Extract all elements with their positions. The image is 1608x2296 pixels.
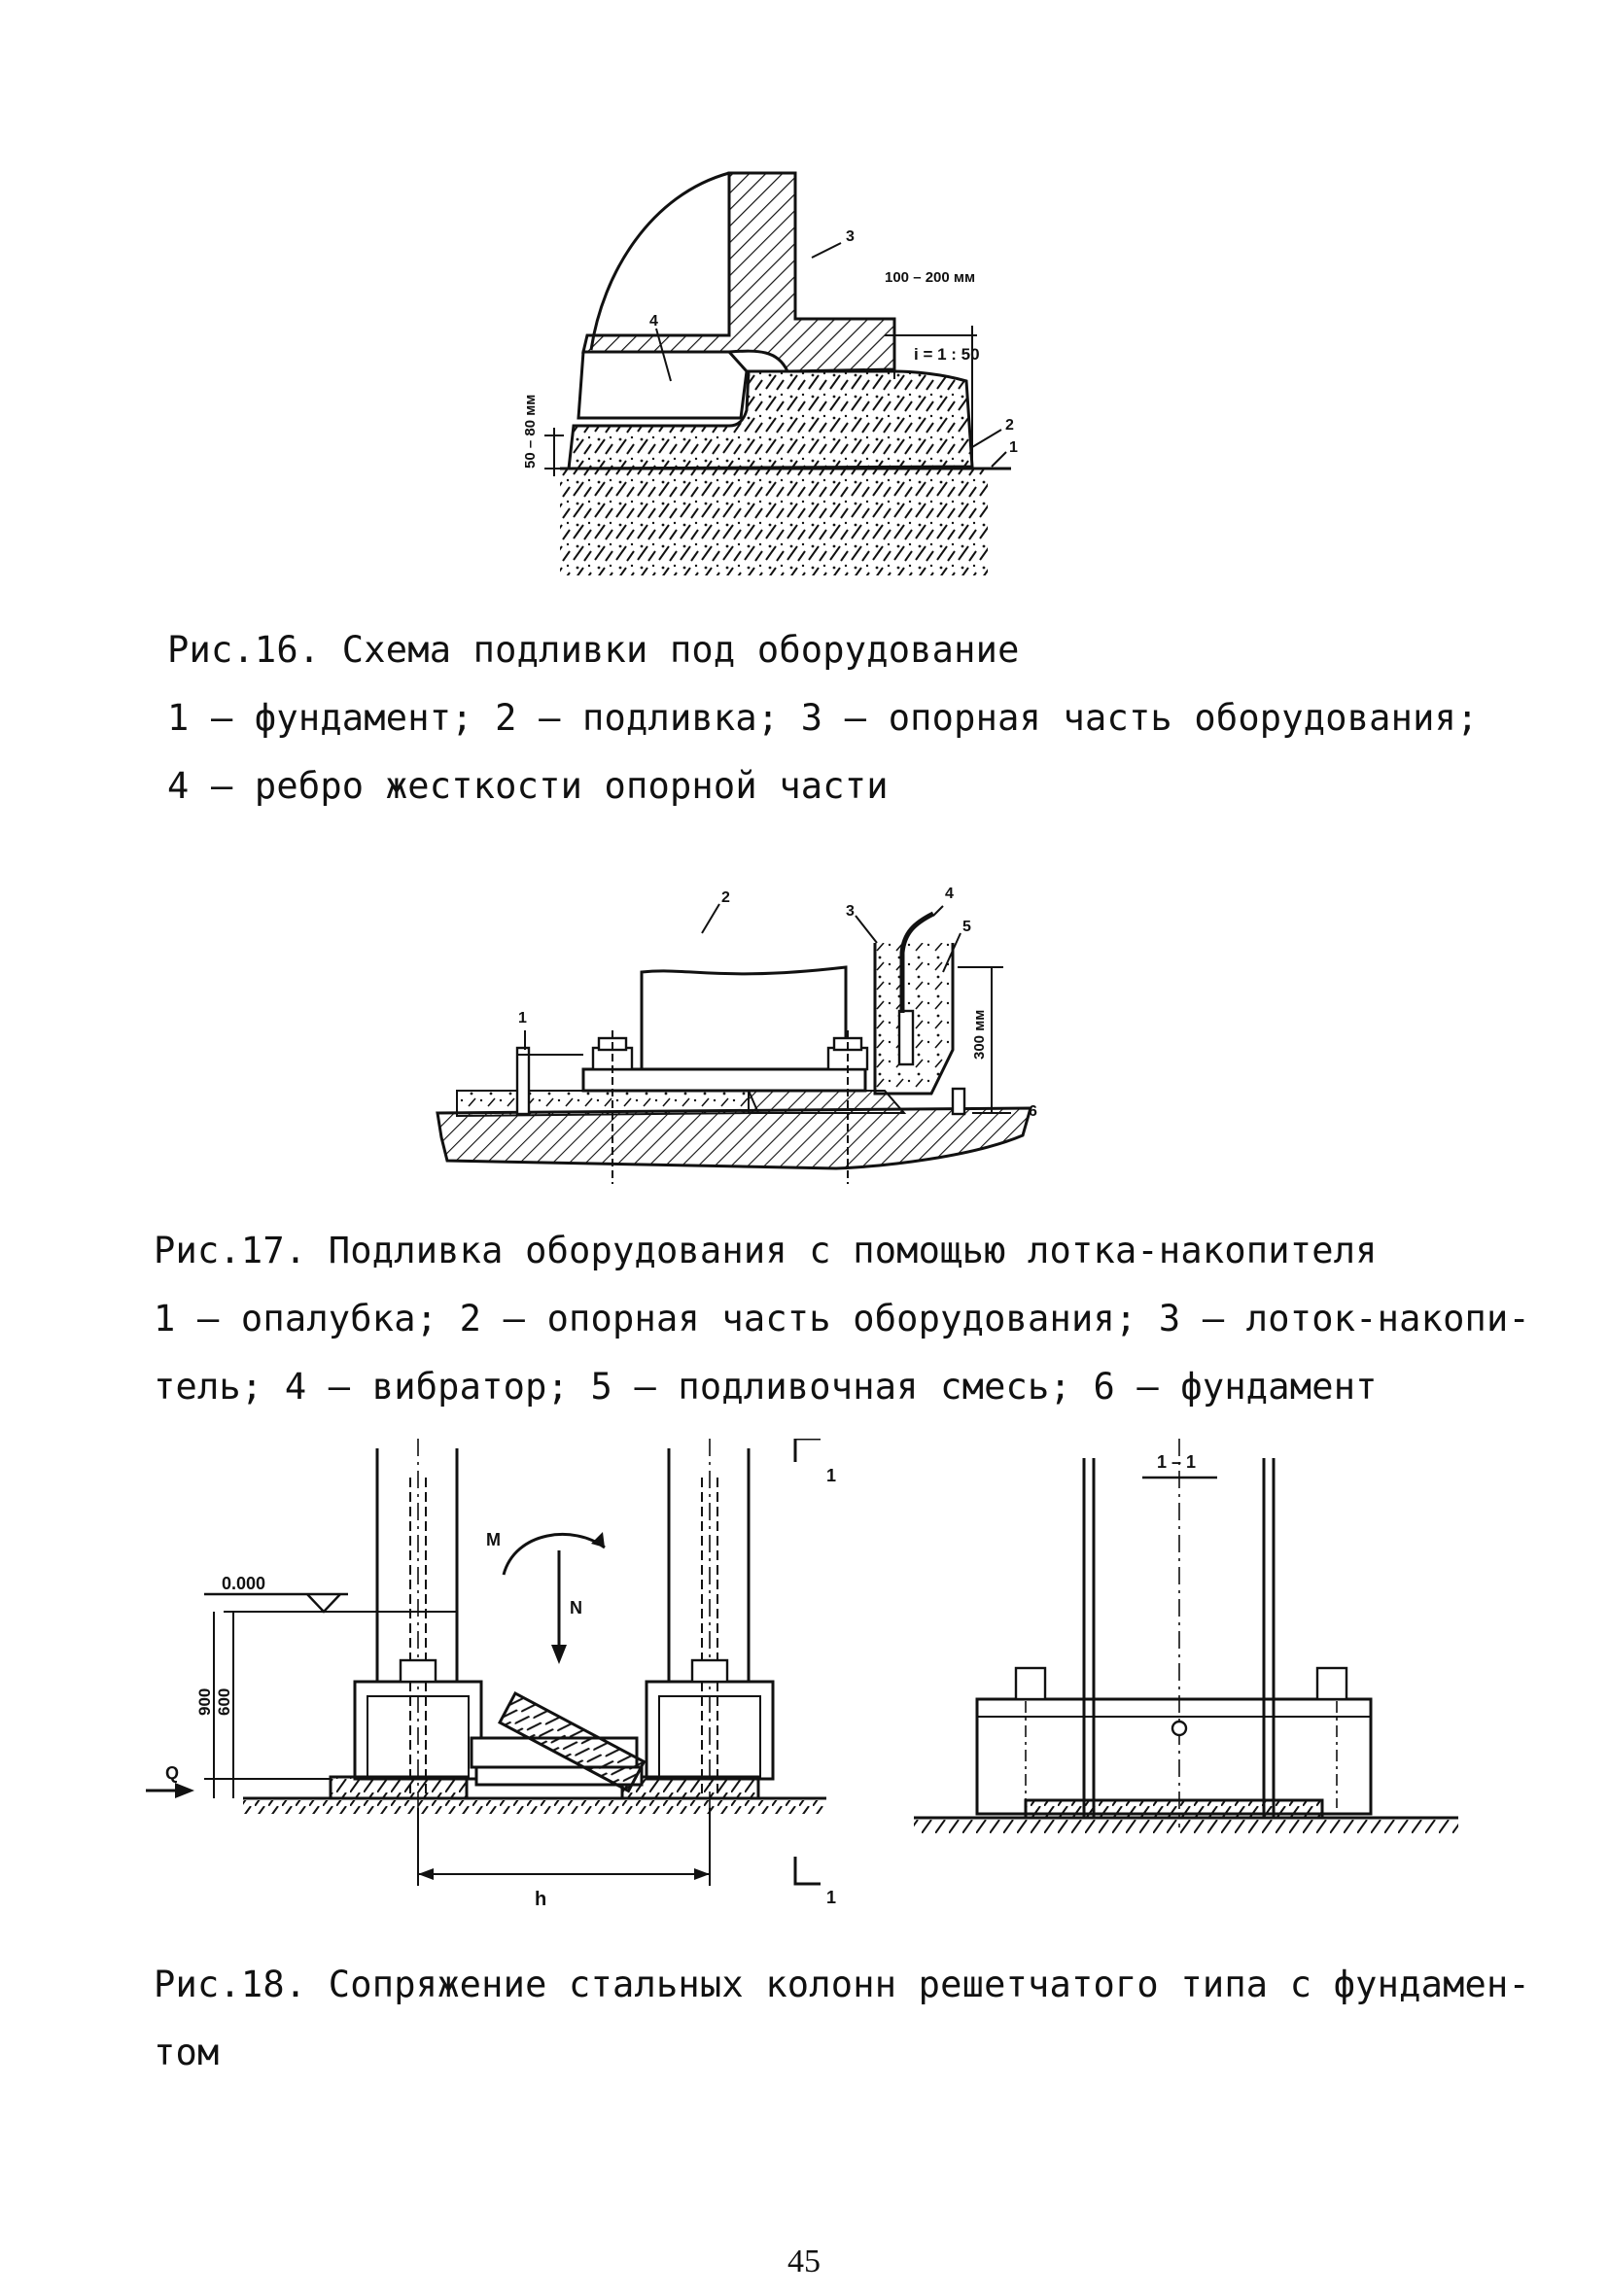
fig18-cut-top: 1 <box>826 1466 836 1485</box>
fig18-M: M <box>486 1530 501 1549</box>
fig18-dim-600: 600 <box>215 1688 233 1716</box>
fig17-label-4: 4 <box>945 886 954 902</box>
fig17-label-1: 1 <box>518 1010 527 1026</box>
fig17-label-6: 6 <box>1029 1103 1037 1120</box>
fig16-label-3: 3 <box>846 228 855 245</box>
fig17-caption-title: Рис.17. Подливка оборудования с помощью … <box>154 1230 1378 1271</box>
fig18-caption-line1: Рис.18. Сопряжение стальных колонн решет… <box>154 1964 1530 2005</box>
fig17-caption-line1: 1 – опалубка; 2 – опорная часть оборудов… <box>154 1298 1530 1339</box>
page-number: 45 <box>787 2244 821 2279</box>
fig18-dim-900: 900 <box>195 1688 214 1716</box>
fig16-label-4: 4 <box>649 313 658 330</box>
fig18-level: 0.000 <box>222 1574 265 1593</box>
fig17-label-2: 2 <box>721 889 730 906</box>
fig16-slope: i = 1 : 50 <box>914 345 980 364</box>
fig18-section-label: 1 – 1 <box>1157 1452 1196 1472</box>
fig17-label-5: 5 <box>962 919 971 935</box>
support-part <box>581 171 896 373</box>
fig18-caption-line2: том <box>154 2032 220 2073</box>
fig17-dim-300: 300 мм <box>971 1010 988 1060</box>
fig16-dim-top: 100 – 200 мм <box>885 269 975 286</box>
figure-17: 1 2 3 4 5 6 300 мм <box>428 875 1069 1196</box>
fig16-caption-line2: 4 – ребро жесткости опорной части <box>167 765 889 807</box>
fig16-label-1: 1 <box>1009 439 1018 456</box>
fig18-Q: Q <box>165 1763 179 1783</box>
figure-18: 0.000 900 600 M N Q h 1 1 1 – 1 <box>146 1439 1468 1983</box>
fig16-dim-left: 50 – 80 мм <box>522 395 539 469</box>
fig16-label-2: 2 <box>1005 417 1014 434</box>
figure-16: 3 4 2 1 100 – 200 мм i = 1 : 50 50 – 80 … <box>486 156 1108 583</box>
fig17-caption-line2: тель; 4 – вибратор; 5 – подливочная смес… <box>154 1366 1378 1408</box>
fig16-caption-line1: 1 – фундамент; 2 – подливка; 3 – опорная… <box>167 697 1479 739</box>
fig18-h: h <box>535 1889 546 1910</box>
fig18-N: N <box>570 1598 582 1618</box>
fig16-caption-title: Рис.16. Схема подливки под оборудование <box>167 629 1020 671</box>
fig17-label-3: 3 <box>846 903 855 920</box>
fig18-cut-bottom: 1 <box>826 1888 836 1907</box>
